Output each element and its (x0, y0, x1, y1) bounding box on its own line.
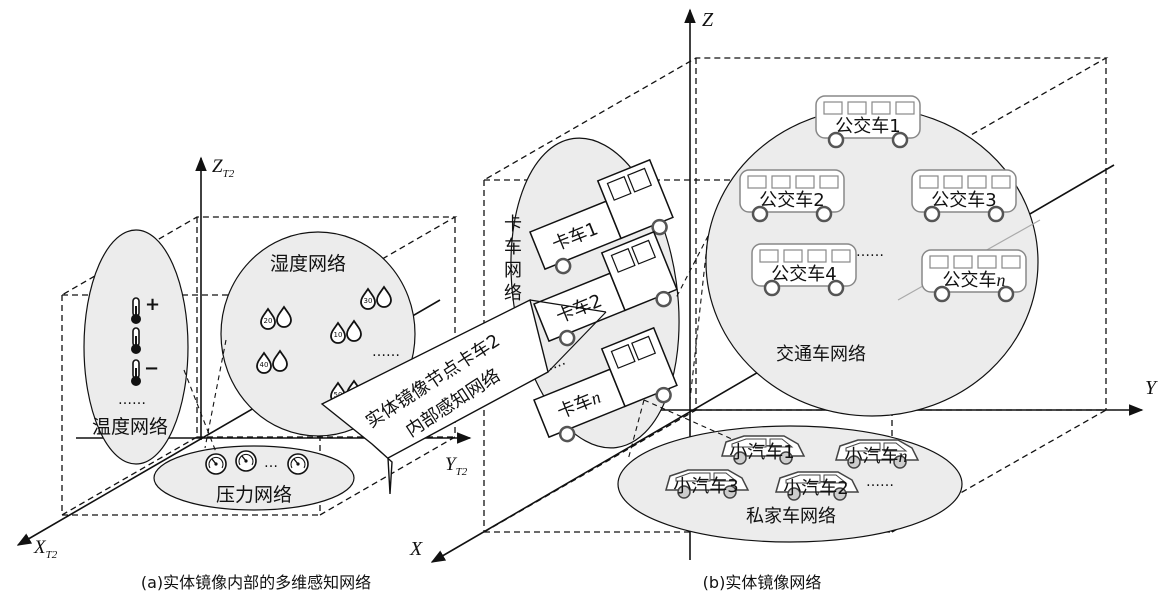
axis-z-label: Z (702, 9, 714, 31)
svg-text:车: 车 (504, 237, 522, 258)
humidity-network-label: 湿度网络 (270, 253, 346, 275)
svg-text:络: 络 (504, 283, 522, 304)
car-1: 小汽车1 (722, 436, 804, 464)
temperature-network: + − …… 温度网络 (84, 230, 188, 464)
axis-y-label: Y (1145, 377, 1158, 399)
axis-y-t2-label: YT2 (445, 454, 468, 478)
pressure-gauge-icon (288, 454, 308, 474)
car-n: 小汽车n (836, 440, 918, 468)
svg-text:20: 20 (264, 317, 273, 325)
svg-text:公交车4: 公交车4 (771, 264, 836, 285)
temperature-ellipsis: …… (118, 392, 146, 408)
caption-b: (b)实体镜像网络 (703, 573, 822, 592)
pressure-gauge-icon (236, 451, 256, 471)
axis-x-t2-label: XT2 (33, 537, 58, 561)
minus-sign: − (144, 358, 159, 379)
svg-text:小汽车1: 小汽车1 (729, 442, 794, 463)
plus-sign: + (145, 294, 160, 315)
thermometer-icon (131, 328, 141, 354)
svg-text:公交车n: 公交车n (943, 270, 1006, 291)
svg-text:公交车2: 公交车2 (759, 190, 824, 211)
axis-x-label: X (409, 538, 423, 560)
truck-network: 卡 车 网 络 卡车1 卡车2 …… (492, 127, 698, 459)
pressure-ellipsis: … (264, 455, 278, 471)
panel-a-connectors (184, 340, 226, 452)
svg-text:公交车1: 公交车1 (835, 116, 900, 137)
temperature-network-label: 温度网络 (92, 416, 168, 438)
car-2: 小汽车2 (776, 472, 858, 500)
car-3: 小汽车3 (666, 470, 748, 498)
pressure-gauge-icon (206, 454, 226, 474)
svg-text:40: 40 (260, 361, 269, 369)
humidity-ellipsis: …… (372, 344, 400, 360)
svg-text:10: 10 (334, 331, 343, 339)
svg-text:公交车3: 公交车3 (931, 190, 996, 211)
svg-text:卡: 卡 (504, 214, 522, 235)
axis-z-t2-label: ZT2 (212, 156, 235, 180)
pressure-network-label: 压力网络 (216, 484, 292, 506)
bus-ellipsis: …… (856, 244, 884, 260)
caption-a: (a)实体镜像内部的多维感知网络 (141, 573, 371, 592)
svg-text:小汽车2: 小汽车2 (783, 478, 848, 499)
svg-text:网: 网 (504, 260, 522, 281)
car-network: 小汽车1 小汽车n 小汽车3 小汽车2 …… 私家车网络 (618, 426, 962, 542)
car-ellipsis: …… (866, 474, 894, 490)
svg-text:30: 30 (364, 297, 373, 305)
thermometer-icon (131, 298, 141, 324)
pressure-network: … 压力网络 (154, 446, 354, 510)
svg-text:小汽车n: 小汽车n (845, 446, 908, 467)
svg-text:小汽车3: 小汽车3 (673, 476, 738, 497)
thermometer-icon (131, 360, 141, 386)
bus-network-label: 交通车网络 (776, 344, 866, 365)
bus-network: 公交车1 公交车2 公交车3 公交车4 …… 公交车n 交通车网络 (706, 96, 1040, 416)
car-network-label: 私家车网络 (746, 506, 836, 527)
